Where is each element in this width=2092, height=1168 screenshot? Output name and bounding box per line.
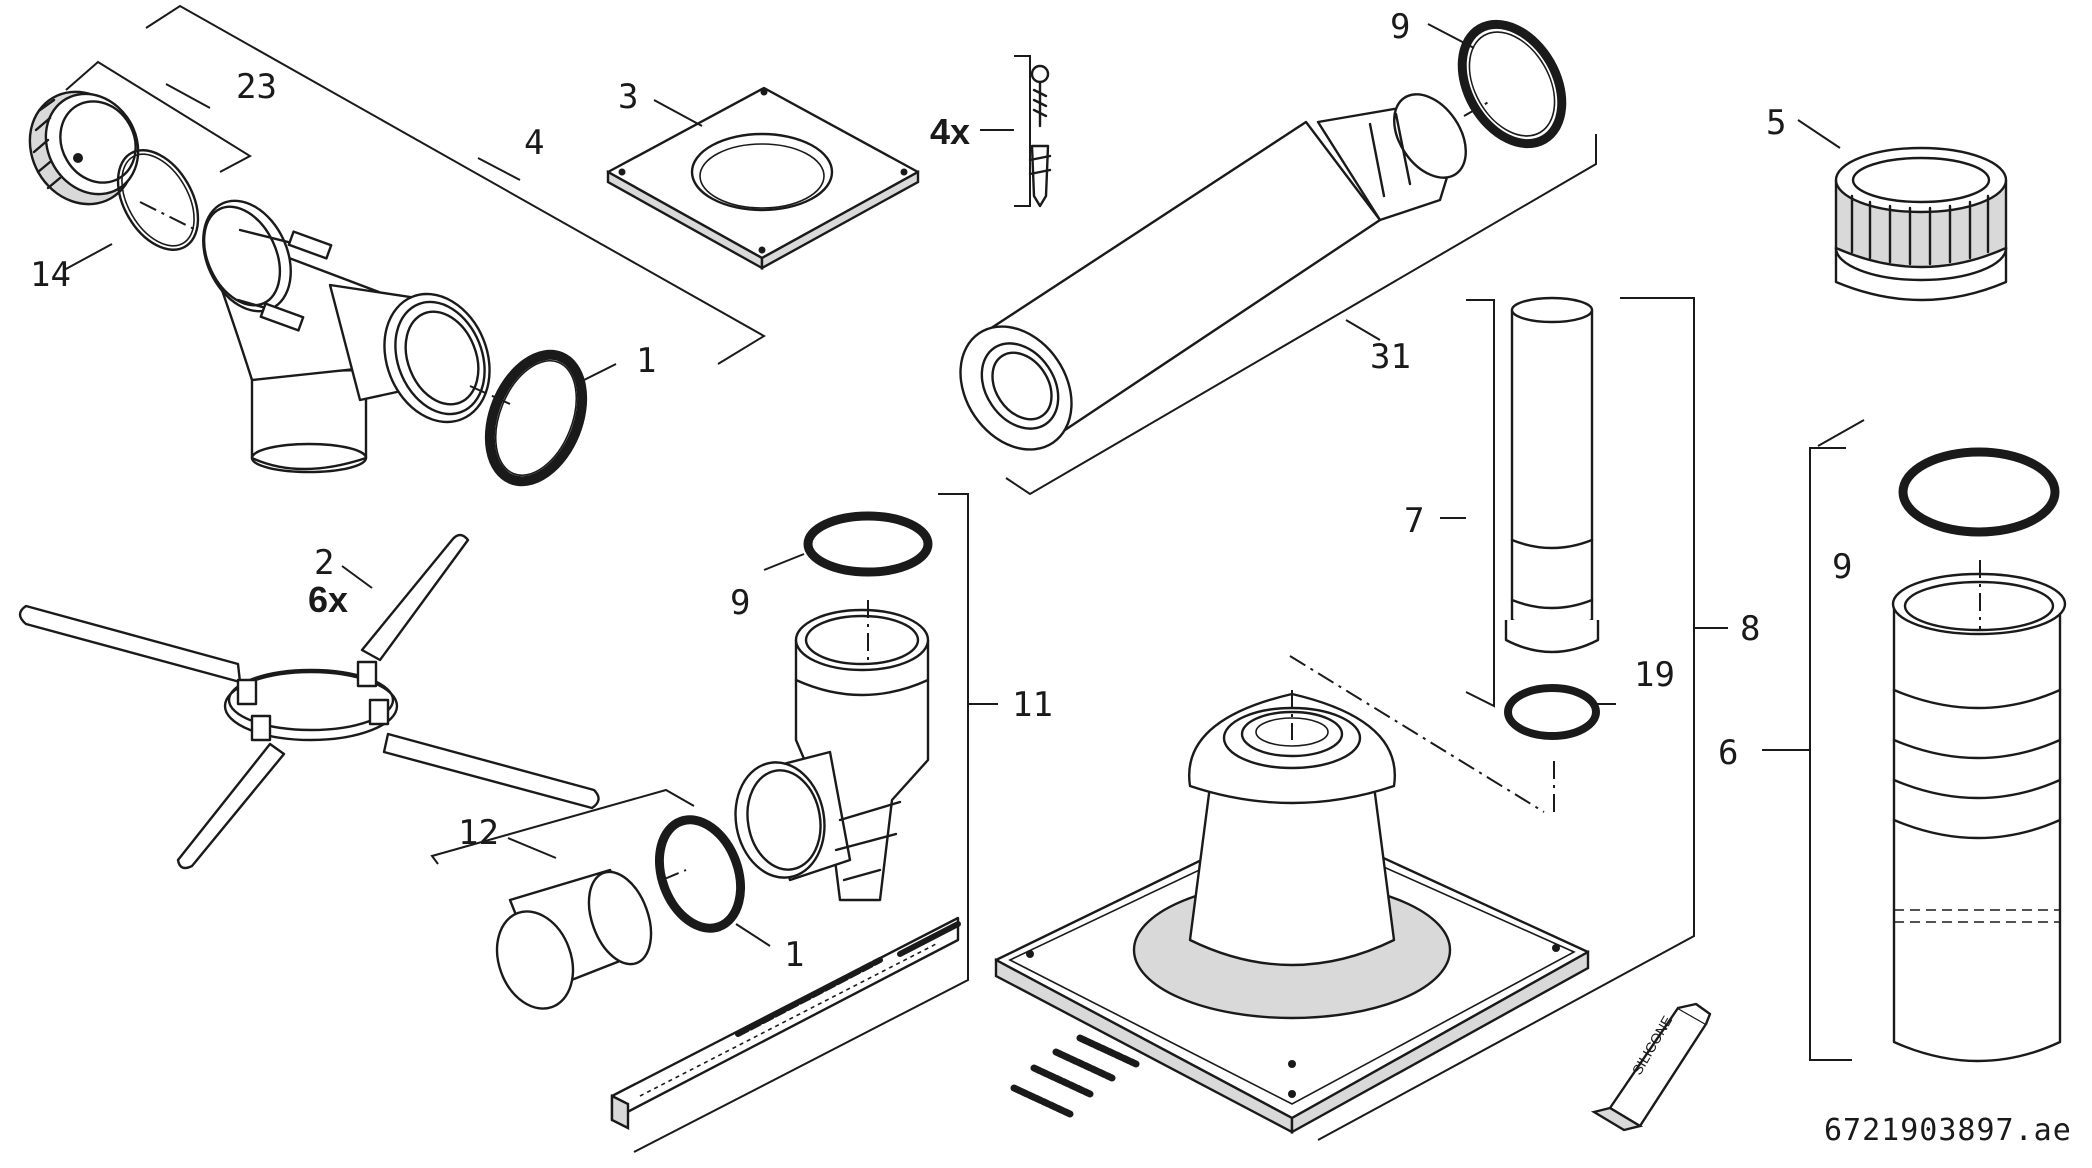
- label-5: 5: [1766, 103, 1786, 143]
- leader-lines: [63, 4, 1865, 1153]
- seal-ring-top: [484, 349, 588, 487]
- roof-screws: [1010, 1034, 1140, 1118]
- label-9-right: 9: [1832, 547, 1852, 587]
- label-11: 11: [1012, 685, 1053, 725]
- thin-seal-ring: [116, 149, 200, 251]
- label-31: 31: [1370, 337, 1411, 377]
- label-2: 2: [314, 543, 334, 583]
- label-1-top: 1: [636, 341, 656, 381]
- screw-and-plug-icon: [980, 55, 1052, 208]
- roof-connector-elbow: [734, 608, 930, 902]
- label-19: 19: [1634, 655, 1675, 695]
- label-7: 7: [1404, 501, 1424, 541]
- elbow-tee-part: [202, 199, 491, 474]
- mounting-rail: [610, 916, 961, 1130]
- label-23: 23: [236, 67, 277, 107]
- plug-adapter-12: [495, 868, 653, 1010]
- knurled-collar: [1834, 146, 2008, 302]
- seal-ring-9-top: [1457, 19, 1567, 149]
- label-6: 6: [1718, 733, 1738, 773]
- label-4x: 4x: [930, 111, 970, 152]
- seal-ring-9-right: [1898, 447, 2060, 537]
- roof-flashing-8: [994, 692, 1590, 1135]
- extension-pipe-6: [1891, 572, 2067, 1063]
- square-wall-plate: [606, 86, 920, 271]
- seal-ring-bottom: [654, 815, 746, 933]
- label-8: 8: [1740, 609, 1760, 649]
- drawing-reference-number: 6721903897.ae: [1824, 1113, 2072, 1148]
- label-9-top: 9: [1390, 7, 1410, 47]
- inner-pipe-7: [1504, 296, 1600, 654]
- label-4: 4: [524, 123, 544, 163]
- spider-bracket: [18, 533, 600, 870]
- silicone-tube: SILICONE: [1590, 1002, 1712, 1132]
- label-3: 3: [618, 77, 638, 117]
- label-9-mid: 9: [730, 583, 750, 623]
- seal-ring-19: [1504, 684, 1600, 740]
- label-12: 12: [458, 813, 499, 853]
- part-labels: 23 4 14 1 3 4x 9 31 5 7 19 8 9 6 2 6x 9 …: [30, 7, 1852, 975]
- end-cap-part: [28, 90, 140, 206]
- label-1-bottom: 1: [784, 935, 804, 975]
- seal-ring-9-mid: [803, 511, 933, 577]
- concentric-pipe-long: [959, 93, 1467, 451]
- label-14: 14: [30, 255, 71, 295]
- label-6x: 6x: [308, 579, 348, 620]
